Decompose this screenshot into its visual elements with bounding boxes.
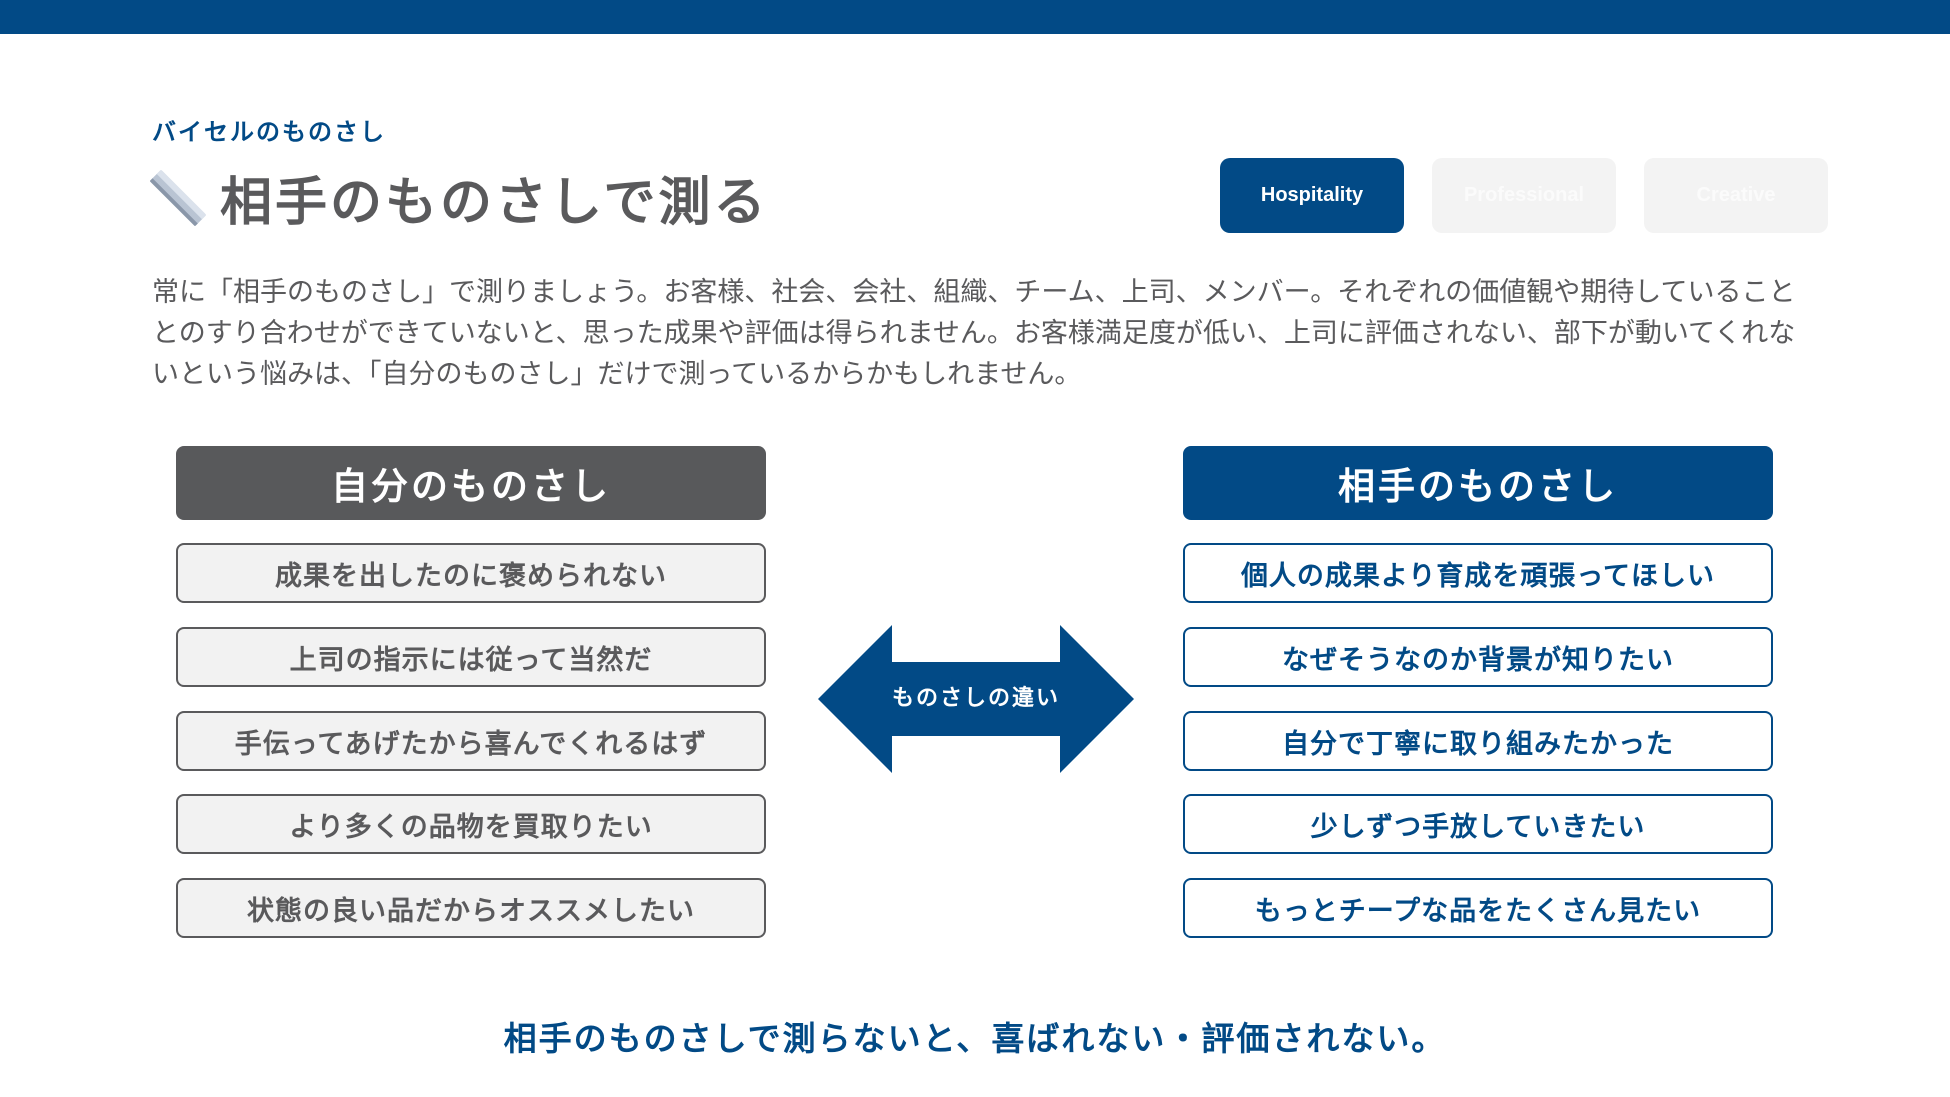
own-ruler-item: 状態の良い品だからオススメしたい	[176, 878, 766, 938]
section-eyebrow: バイセルのものさし	[152, 118, 386, 146]
other-ruler-header: 相手のものさし	[1183, 446, 1773, 520]
own-ruler-item: 上司の指示には従って当然だ	[176, 627, 766, 687]
ruler-icon	[150, 169, 206, 226]
own-ruler-item: 手伝ってあげたから喜んでくれるはず	[176, 711, 766, 771]
other-ruler-item: なぜそうなのか背景が知りたい	[1183, 627, 1773, 687]
own-ruler-header: 自分のものさし	[176, 446, 766, 520]
other-ruler-item: もっとチープな品をたくさん見たい	[1183, 878, 1773, 938]
intro-paragraph: 常に「相手のものさし」で測りましょう。お客様、社会、会社、組織、チーム、上司、メ…	[152, 277, 1796, 390]
other-ruler-item: 自分で丁寧に取り組みたかった	[1183, 711, 1773, 771]
tab-hospitality[interactable]: Hospitality	[1220, 158, 1404, 233]
title-row: 相手のものさしで測る	[150, 160, 768, 235]
tab-creative[interactable]: Creative	[1644, 158, 1828, 233]
tab-professional[interactable]: Professional	[1432, 158, 1616, 233]
footer-message: 相手のものさしで測らないと、喜ばれない・評価されない。	[503, 1019, 1447, 1058]
other-ruler-item: 少しずつ手放していきたい	[1183, 794, 1773, 854]
value-tabs: Hospitality Professional Creative	[1220, 158, 1828, 233]
own-ruler-item: より多くの品物を買取りたい	[176, 794, 766, 854]
other-ruler-item: 個人の成果より育成を頑張ってほしい	[1183, 543, 1773, 603]
arrow-label: ものさしの違い	[891, 686, 1060, 711]
own-ruler-item: 成果を出したのに褒められない	[176, 543, 766, 603]
top-bar	[0, 0, 1950, 34]
page-title: 相手のものさしで測る	[220, 173, 769, 233]
double-arrow-icon	[818, 625, 1134, 773]
